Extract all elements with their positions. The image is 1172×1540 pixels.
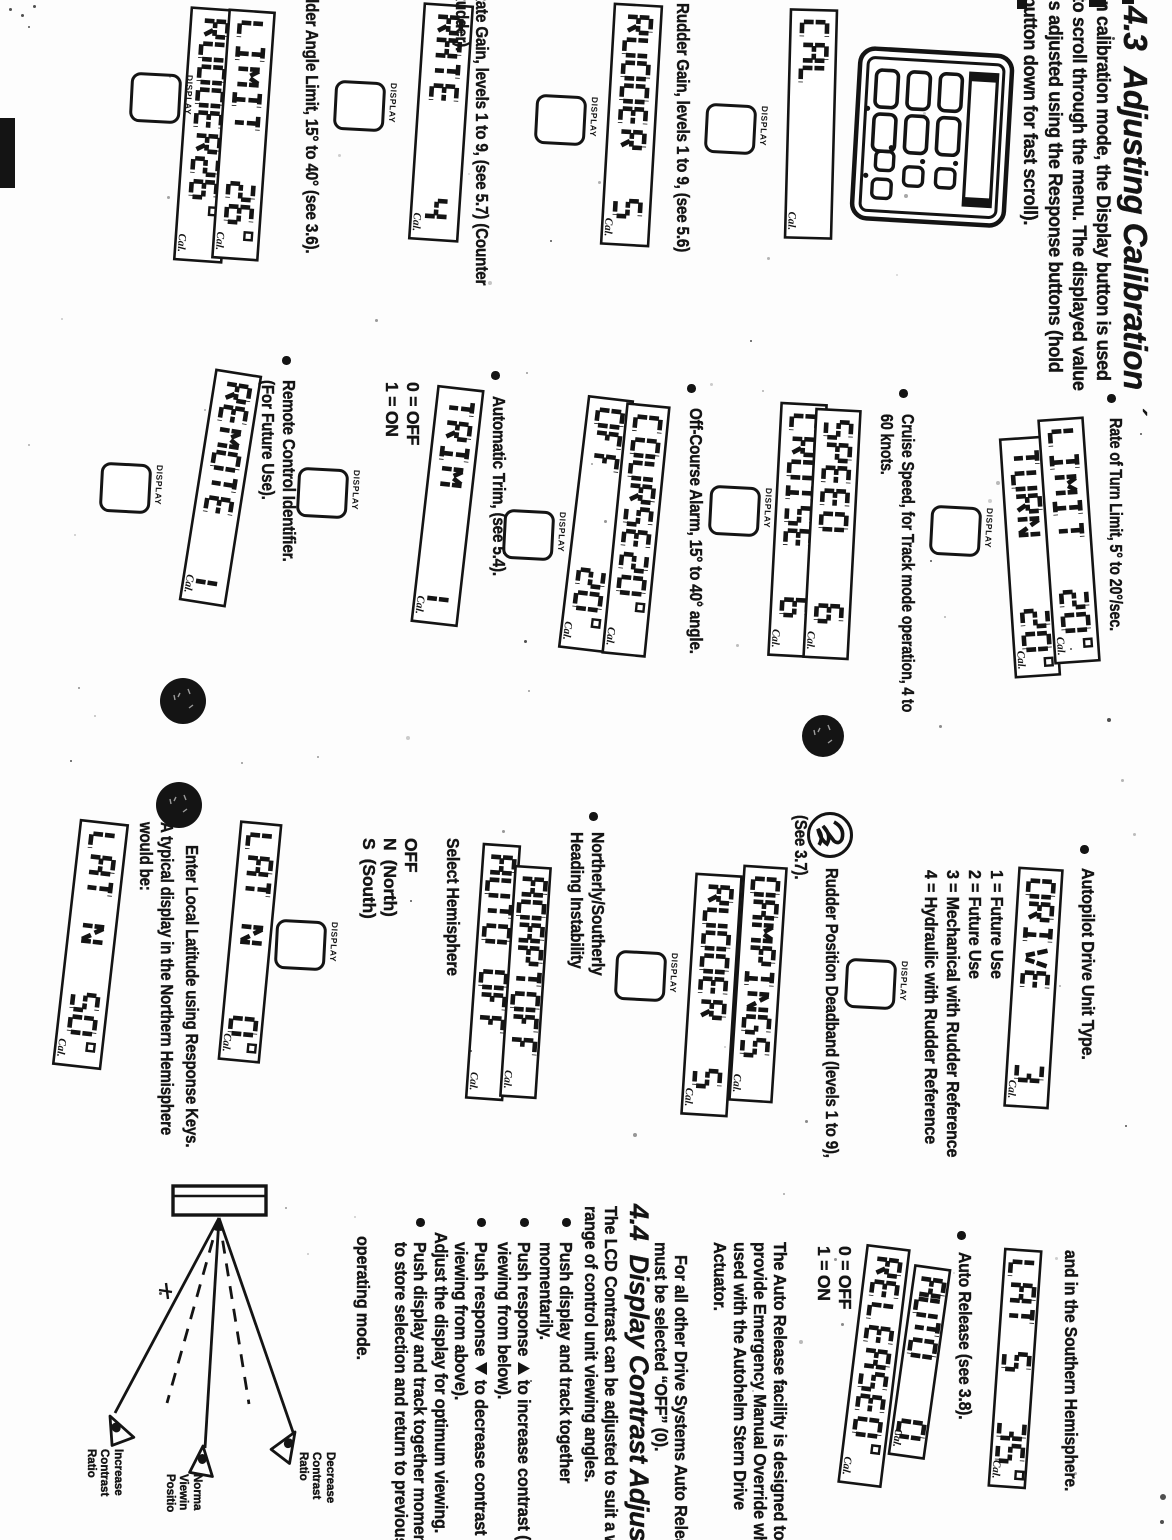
svg-text:Cal.: Cal. (220, 1033, 234, 1053)
svg-text:Cal.: Cal. (890, 1428, 904, 1448)
svg-text:Cal.: Cal. (1054, 636, 1067, 655)
svg-text:Cal.: Cal. (785, 211, 797, 230)
svg-text:Cal.: Cal. (410, 212, 423, 231)
svg-text:Cal.: Cal. (560, 621, 574, 641)
svg-text:Cal.: Cal. (501, 1070, 514, 1089)
svg-text:Cal.: Cal. (989, 1459, 1002, 1478)
svg-text:Cal.: Cal. (682, 1087, 695, 1106)
svg-text:Cal.: Cal. (182, 573, 197, 593)
svg-text:Cal.: Cal. (602, 217, 615, 236)
svg-text:Cal.: Cal. (1014, 650, 1027, 669)
svg-text:Cal.: Cal. (769, 629, 782, 648)
svg-text:Cal.: Cal. (730, 1073, 743, 1092)
svg-text:Cal.: Cal. (467, 1071, 480, 1090)
svg-text:Cal.: Cal. (413, 595, 427, 615)
svg-text:Cal.: Cal. (55, 1037, 69, 1057)
svg-text:Cal.: Cal. (840, 1456, 854, 1476)
svg-text:Cal.: Cal. (603, 626, 617, 646)
svg-text:Cal.: Cal. (1006, 1079, 1019, 1098)
svg-text:Cal.: Cal. (804, 631, 817, 650)
svg-text:Cal.: Cal. (213, 231, 226, 250)
svg-text:Cal.: Cal. (175, 233, 188, 252)
